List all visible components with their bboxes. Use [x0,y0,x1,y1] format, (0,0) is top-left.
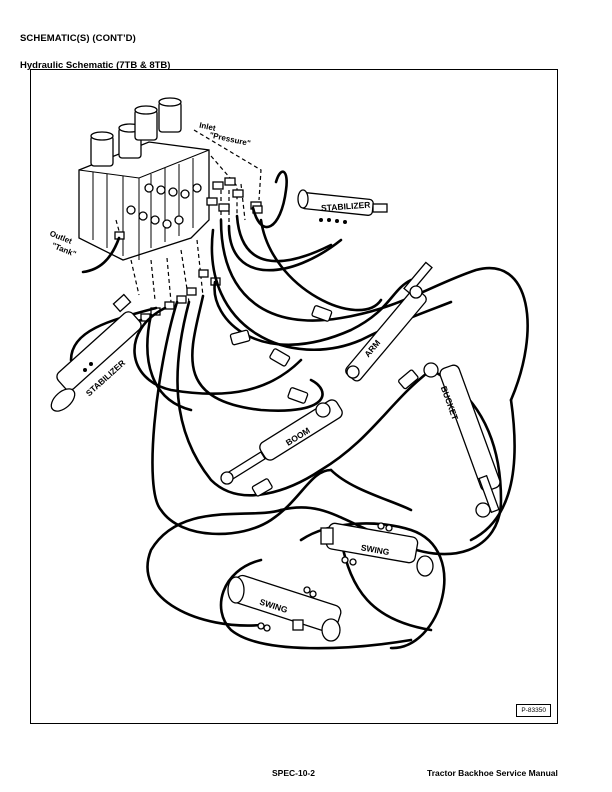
control-valve [78,97,210,261]
stabilizer-cylinder-left: STABILIZER [50,293,142,412]
swing-cylinder-left: SWING [227,574,342,642]
stabilizer-cylinder-right: STABILIZER [297,189,388,224]
bucket-cylinder: BUCKET [423,362,501,518]
tank-label: "Tank" [50,241,77,259]
stabilizer-right-label: STABILIZER [321,200,371,213]
page-number: SPEC-10-2 [272,768,315,778]
section-title: SCHEMATIC(S) (CONT’D) [20,33,136,44]
schematic-frame: STABILIZER STABILIZER ARM BUCKET [30,69,558,724]
hydraulic-schematic-drawing: STABILIZER STABILIZER ARM BUCKET [48,97,529,650]
swing-right-label: SWING [360,542,390,557]
arm-cylinder: ARM [345,261,433,382]
manual-title: Tractor Backhoe Service Manual [427,768,558,778]
inlet-label: Inlet [198,121,216,133]
pressure-label: "Pressure" [209,131,252,149]
swing-cylinder-right: SWING [320,522,434,577]
figure-title: Hydraulic Schematic (7TB & 8TB) [20,60,171,71]
fittings [114,177,263,322]
figure-id: P-83350 [516,704,551,717]
